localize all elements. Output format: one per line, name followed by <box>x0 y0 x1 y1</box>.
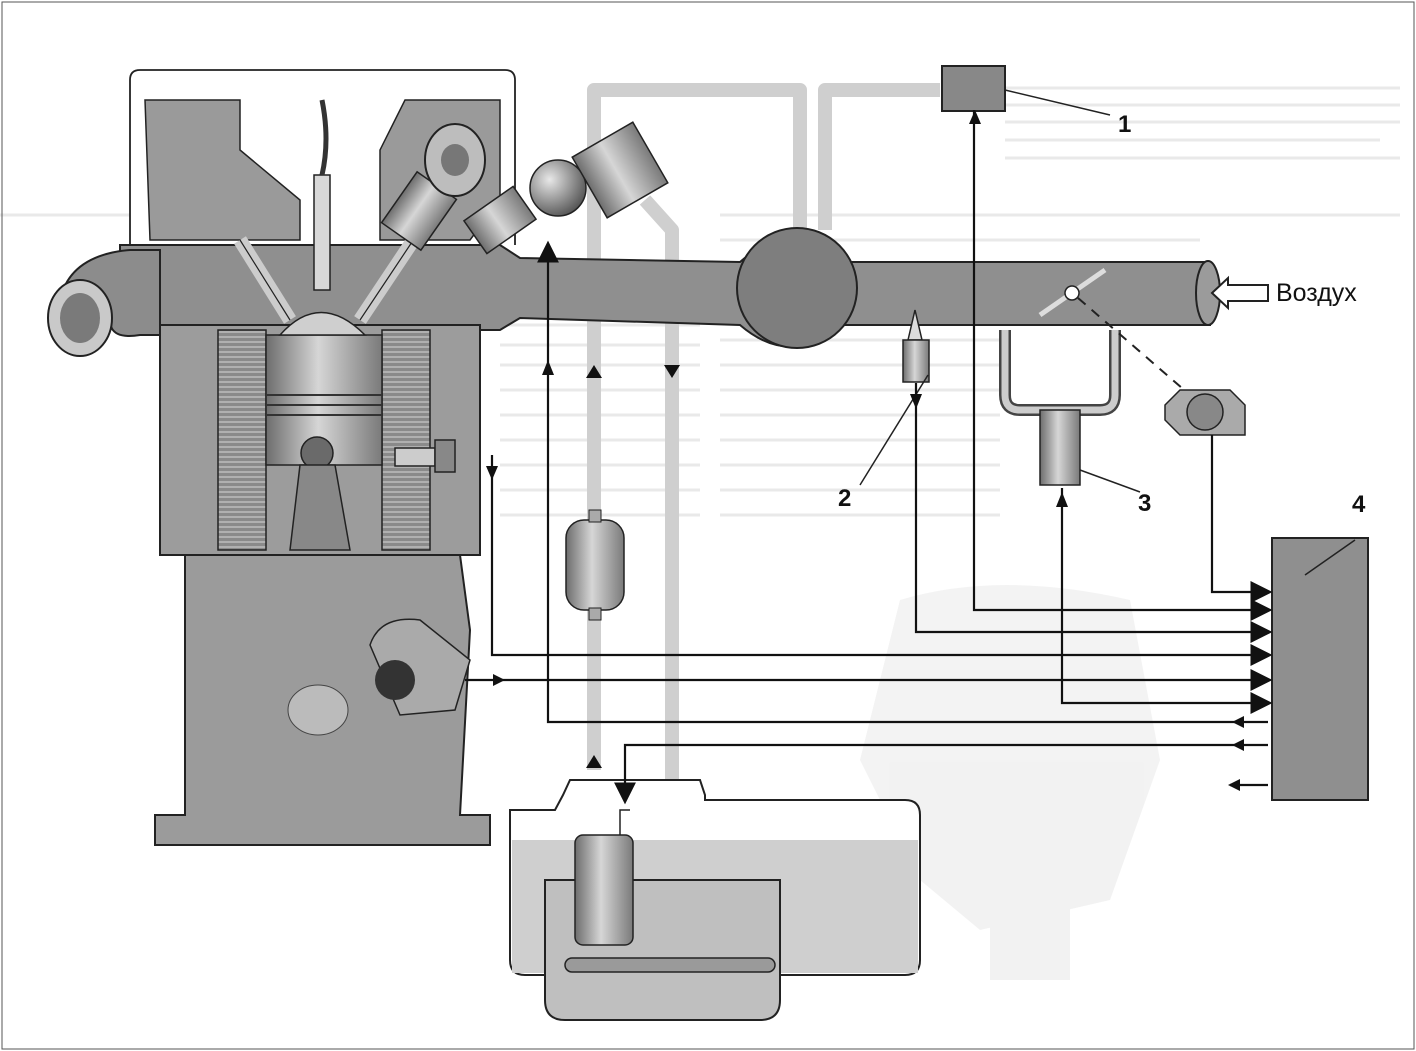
ecu-box <box>1271 537 1369 801</box>
sensor-1-box <box>941 65 1006 112</box>
spark-plug <box>313 174 331 291</box>
connecting-rod <box>289 464 351 551</box>
crank-sensor <box>369 618 471 716</box>
coolant-temperature-sensor <box>394 439 456 473</box>
callout-3: 3 <box>1138 490 1152 517</box>
wire-arrowheads <box>486 110 1244 791</box>
cylinder-wall-right <box>381 329 431 551</box>
fuel-pump <box>574 834 634 946</box>
fuel-injector <box>462 185 538 255</box>
cylinder-wall-left <box>217 329 267 551</box>
signal-wires <box>465 110 1273 805</box>
cylinder-head-outline <box>129 69 516 245</box>
air-inflow-arrow <box>1210 275 1269 311</box>
piston-pin <box>300 436 334 470</box>
fuel-pump-strainer <box>564 957 776 973</box>
callout-4: 4 <box>1352 491 1366 518</box>
sensor-2-air-temperature <box>902 309 930 383</box>
air-inlet-label: Воздух <box>1276 279 1357 307</box>
cylinder-head-left <box>144 99 301 241</box>
plenum-chamber <box>736 227 858 349</box>
crankshaft-hub <box>287 684 349 736</box>
throttle-position-sensor <box>1164 389 1246 436</box>
spark-plug-wire <box>319 99 329 176</box>
combustion-chamber <box>278 311 367 336</box>
callout-1: 1 <box>1118 111 1132 138</box>
fuel-rail-ball <box>529 159 587 217</box>
exhaust-elbow <box>58 249 161 337</box>
background-engine-ghost <box>860 585 1160 980</box>
callout-2: 2 <box>838 485 852 512</box>
sensor-3-mass-air-flow <box>999 330 1121 486</box>
pressure-regulator <box>571 121 669 219</box>
fuel-filter <box>565 509 625 621</box>
